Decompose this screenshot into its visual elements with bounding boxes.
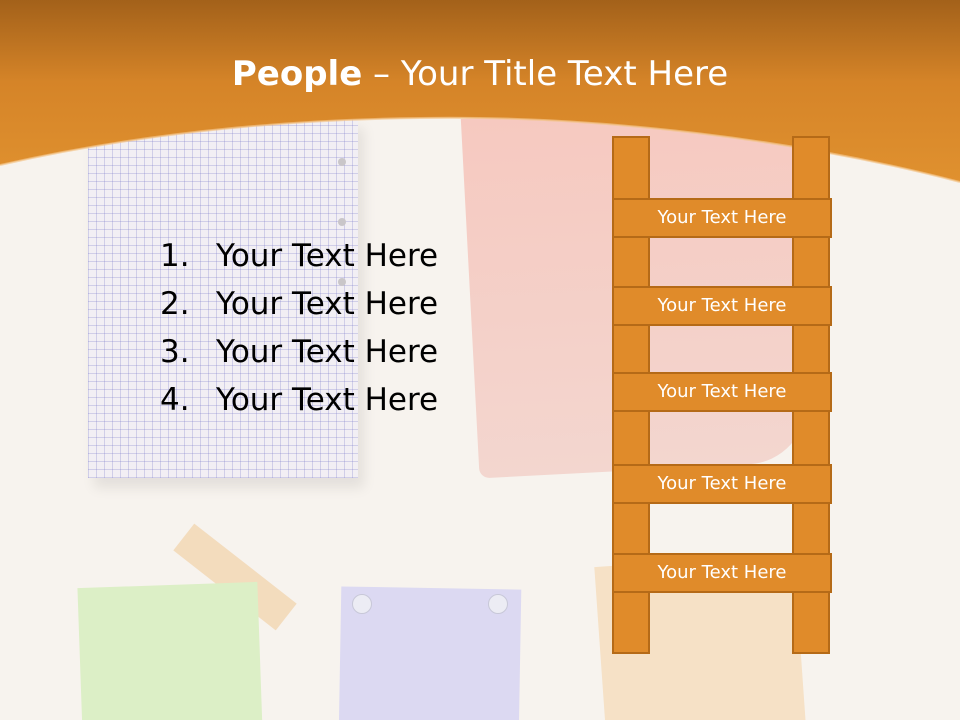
list-item: 3. Your Text Here <box>160 328 438 376</box>
list-item: 4. Your Text Here <box>160 376 438 424</box>
pushpin-icon <box>352 594 372 614</box>
list-text: Your Text Here <box>216 238 439 274</box>
title-rest-text: – Your Title Text Here <box>362 54 729 94</box>
list-number: 4. <box>160 382 190 418</box>
list-item: 1. Your Text Here <box>160 232 438 280</box>
ladder-rung-2: Your Text Here <box>612 286 832 326</box>
grid-paper-note <box>88 118 358 478</box>
list-text: Your Text Here <box>216 286 439 322</box>
title-bold-text: People <box>231 54 363 94</box>
list-item: 2. Your Text Here <box>160 280 438 328</box>
list-text: Your Text Here <box>216 334 439 370</box>
list-text: Your Text Here <box>216 382 439 418</box>
pushpin-icon <box>488 594 508 614</box>
list-number: 1. <box>160 238 190 274</box>
green-sticky-note <box>77 581 263 720</box>
ladder-rung-5: Your Text Here <box>612 553 832 593</box>
ladder-rung-1: Your Text Here <box>612 198 832 238</box>
slide-title: People – Your Title Text Here <box>0 52 960 96</box>
list-number: 3. <box>160 334 190 370</box>
list-number: 2. <box>160 286 190 322</box>
ladder-rung-4: Your Text Here <box>612 464 832 504</box>
ladder-rung-3: Your Text Here <box>612 372 832 412</box>
numbered-list: 1. Your Text Here 2. Your Text Here 3. Your… <box>160 232 438 424</box>
